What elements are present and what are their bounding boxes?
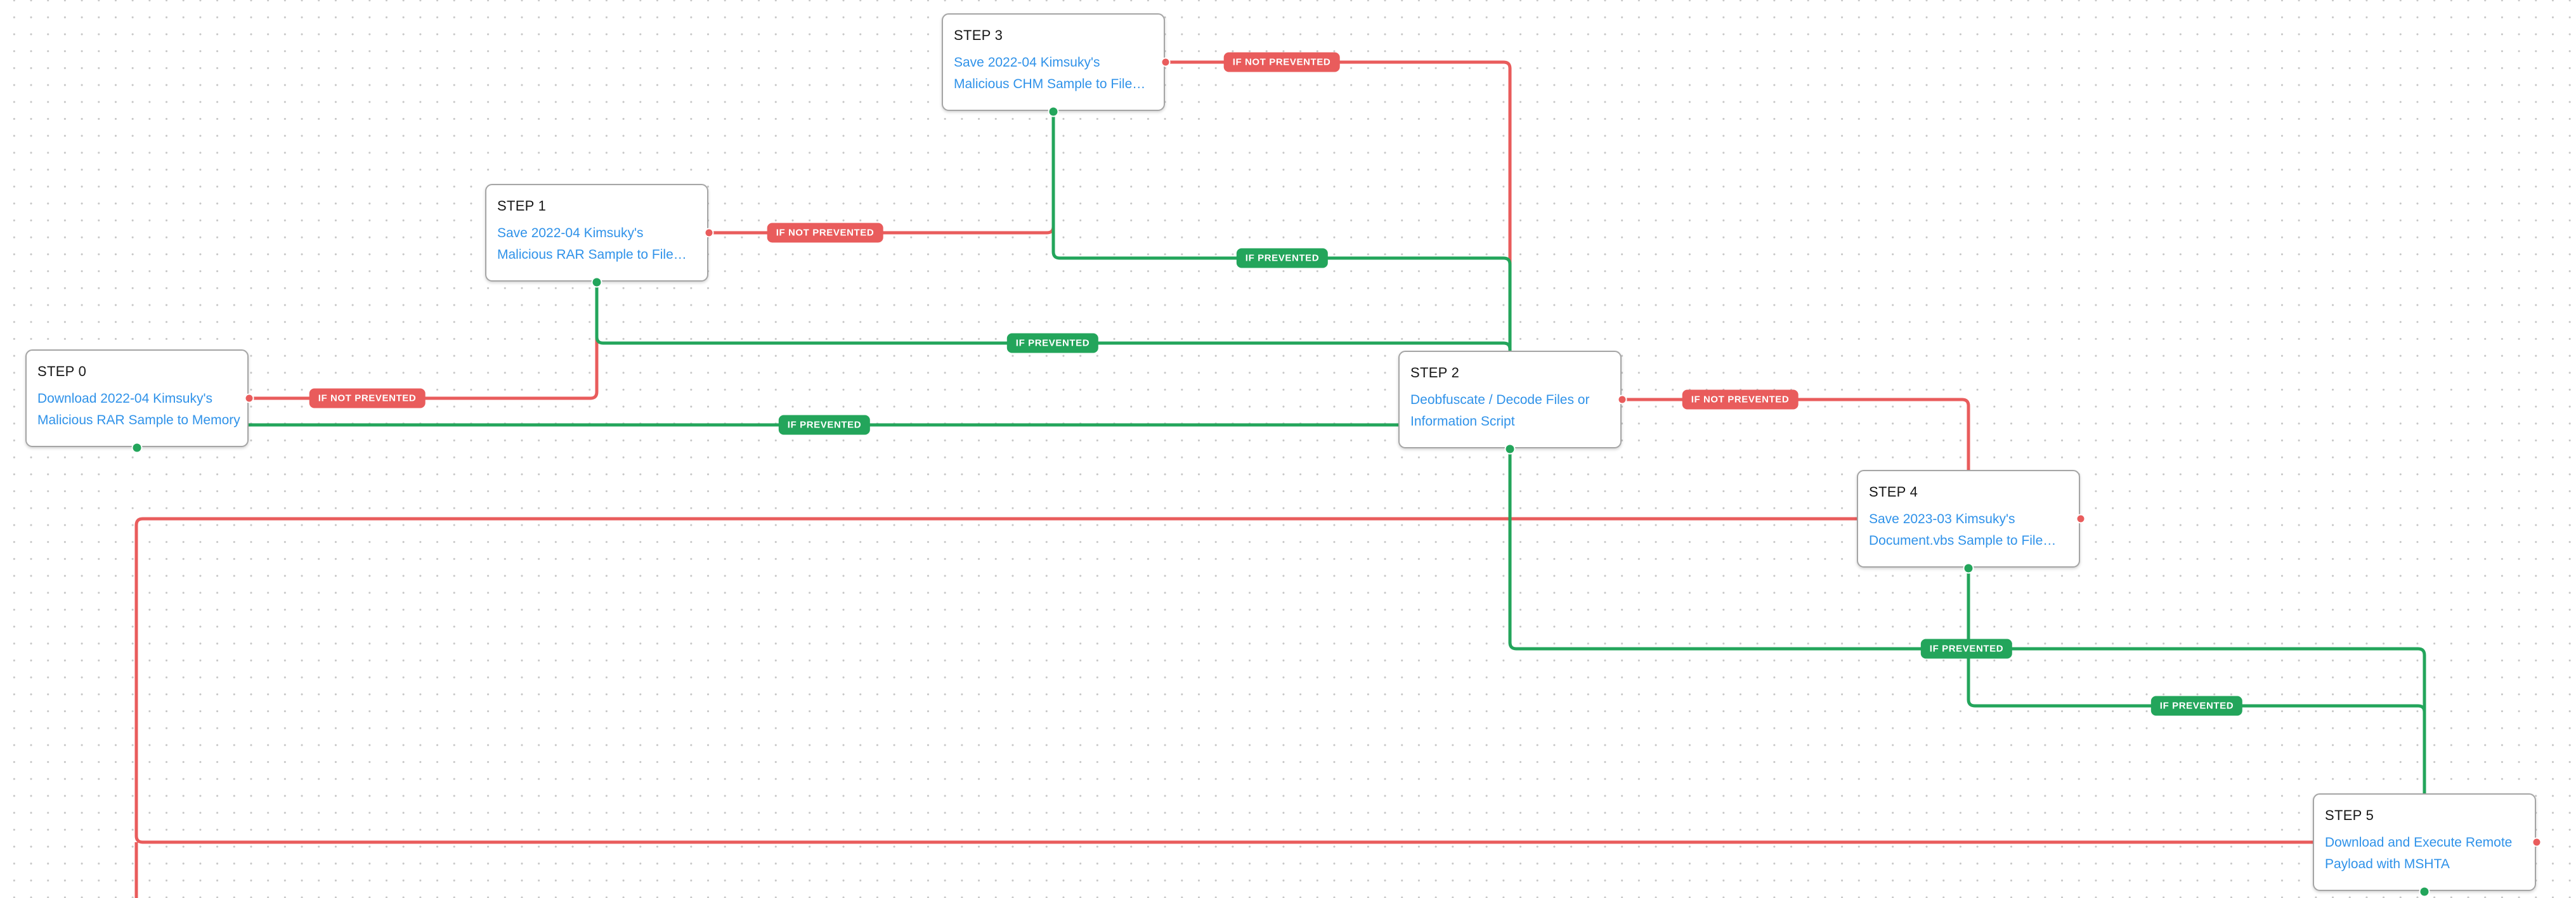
step-title: STEP 1 xyxy=(497,198,547,214)
edge-step3-to-step2-if-prevented xyxy=(1051,114,1512,351)
edge-label-if-prevented: IF PREVENTED xyxy=(2150,696,2243,716)
step-description-link[interactable]: Download 2022-04 Kimsuky's xyxy=(37,391,212,406)
step-title: STEP 2 xyxy=(1410,365,1460,381)
step-description-link[interactable]: Information Script xyxy=(1410,413,1515,429)
red-endpoint-dot-step-5[interactable] xyxy=(2532,837,2542,847)
step-description-link[interactable]: Malicious RAR Sample to Memory xyxy=(37,412,240,427)
step-description-link[interactable]: Deobfuscate / Decode Files or xyxy=(1410,393,1590,407)
step-description-link[interactable]: Save 2022-04 Kimsuky's xyxy=(497,226,644,240)
edge-label-if-prevented: IF PREVENTED xyxy=(1236,248,1329,268)
green-endpoint-dot-step-3[interactable] xyxy=(1048,106,1059,117)
green-endpoint-dot-step-1[interactable] xyxy=(591,277,602,288)
step-description-link[interactable]: Save 2022-04 Kimsuky's xyxy=(954,55,1100,70)
step-description-link[interactable]: Save 2023-03 Kimsuky's xyxy=(1869,512,2015,526)
edge-step3-to-step2-if-not-prevented xyxy=(1165,60,1512,351)
red-endpoint-dot-step-3[interactable] xyxy=(1161,57,1171,67)
green-endpoint-dot-step-2[interactable] xyxy=(1504,443,1516,455)
red-endpoint-dot-step-2[interactable] xyxy=(1617,394,1627,405)
edge-step4-to-step5-if-prevented xyxy=(1967,567,2426,793)
step-title: STEP 3 xyxy=(954,27,1003,43)
step-description-link[interactable]: Document.vbs Sample to File… xyxy=(1869,533,2057,548)
green-endpoint-dot-step-0[interactable] xyxy=(131,442,143,453)
edge-label-if-not-prevented: IF NOT PREVENTED xyxy=(309,388,426,408)
edge-step2-to-step4-if-not-prevented xyxy=(1622,398,1970,470)
green-endpoint-dot-step-4[interactable] xyxy=(1963,563,1974,574)
edge-label-if-not-prevented: IF NOT PREVENTED xyxy=(767,223,883,243)
green-endpoint-dot-step-5[interactable] xyxy=(2419,886,2430,897)
step-description-link[interactable]: Malicious CHM Sample to File… xyxy=(954,76,1146,91)
red-endpoint-dot-step-4[interactable] xyxy=(2076,514,2086,524)
edge-step4-to-step5-if-not-prevented xyxy=(134,517,2313,844)
step-description-link[interactable]: Download and Execute Remote xyxy=(2325,835,2513,850)
step-title: STEP 5 xyxy=(2325,807,2374,823)
step-description-link[interactable]: Malicious RAR Sample to File… xyxy=(497,247,687,262)
step-title: STEP 0 xyxy=(37,363,87,379)
step-card-step-2[interactable]: STEP 2 Deobfuscate / Decode Files or Infor… xyxy=(1398,351,1622,448)
edge-label-if-prevented: IF PREVENTED xyxy=(1006,333,1099,353)
step-description-link[interactable]: Payload with MSHTA xyxy=(2325,856,2450,871)
edge-label-if-not-prevented: IF NOT PREVENTED xyxy=(1223,52,1340,72)
step-title: STEP 4 xyxy=(1869,484,1918,500)
red-endpoint-dot-step-1[interactable] xyxy=(704,228,714,238)
edge-label-if-prevented: IF PREVENTED xyxy=(1920,639,2013,659)
edge-label-if-not-prevented: IF NOT PREVENTED xyxy=(1682,389,1799,410)
edge-step1-to-step3-if-not-prevented xyxy=(707,114,1055,235)
red-endpoint-dot-step-0[interactable] xyxy=(244,393,254,403)
edge-label-if-prevented: IF PREVENTED xyxy=(778,415,871,435)
edge-step0-to-step1-if-not-prevented xyxy=(248,283,599,400)
